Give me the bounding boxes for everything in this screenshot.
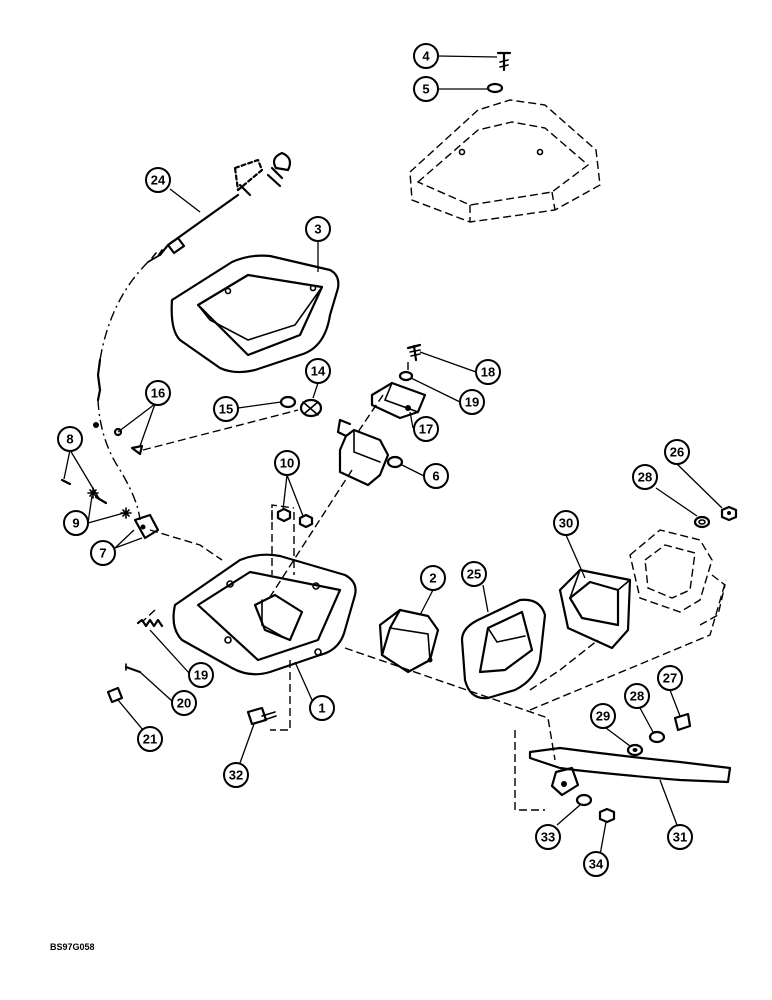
- upper-trim-plate: [170, 254, 340, 374]
- boot-30: [558, 568, 632, 650]
- nuts-10: [276, 507, 314, 529]
- callout-label: 34: [589, 857, 604, 872]
- callout-label: 30: [559, 516, 573, 531]
- callout-31: 31: [667, 824, 693, 850]
- callout-label: 18: [481, 365, 495, 380]
- pin-20: [124, 663, 142, 674]
- callout-8: 8: [57, 426, 83, 452]
- callout-label: 28: [638, 470, 652, 485]
- callout-label: 25: [467, 567, 481, 582]
- callout-21: 21: [137, 726, 163, 752]
- washer-19-upper: [398, 370, 414, 382]
- callout-20: 20: [171, 690, 197, 716]
- bolt-27: [673, 712, 692, 732]
- callout-label: 14: [311, 364, 326, 379]
- callout-9: 9: [63, 510, 89, 536]
- spring-19-lower: [136, 618, 164, 628]
- nut-14: [299, 398, 323, 418]
- callout-19-lower: 19: [188, 662, 214, 688]
- assembly-lines: [141, 362, 727, 811]
- callout-label: 2: [429, 571, 436, 586]
- clip-16: [93, 422, 144, 456]
- seat-outline: [409, 99, 601, 223]
- callout-14: 14: [305, 358, 331, 384]
- callout-label: 29: [596, 709, 610, 724]
- callout-32: 32: [223, 762, 249, 788]
- nut-34: [598, 807, 616, 824]
- washer-29: [626, 743, 644, 757]
- callout-label: 27: [663, 671, 677, 686]
- callout-label: 5: [422, 82, 429, 97]
- figure-code: BS97G058: [50, 942, 95, 952]
- callout-2: 2: [420, 565, 446, 591]
- callout-27: 27: [657, 665, 683, 691]
- housing-6: [336, 418, 404, 487]
- callout-17: 17: [413, 416, 439, 442]
- callout-label: 17: [419, 422, 433, 437]
- callout-label: 31: [673, 830, 687, 845]
- callout-label: 10: [280, 456, 294, 471]
- callout-6: 6: [423, 463, 449, 489]
- callout-33: 33: [535, 824, 561, 850]
- washer-28-lower: [648, 730, 666, 744]
- callout-label: 20: [177, 696, 191, 711]
- washer-28-upper: [693, 515, 711, 529]
- callout-34: 34: [583, 851, 609, 877]
- callout-label: 19: [194, 668, 208, 683]
- callout-7: 7: [90, 540, 116, 566]
- callout-10: 10: [274, 450, 300, 476]
- bolt-32: [246, 706, 277, 726]
- callout-label: 28: [630, 689, 644, 704]
- bracket-17: [370, 381, 427, 420]
- callout-label: 1: [318, 701, 325, 716]
- callout-label: 16: [151, 386, 165, 401]
- callout-29: 29: [590, 703, 616, 729]
- bracket-7: [133, 513, 160, 540]
- callout-30: 30: [553, 510, 579, 536]
- seal-frame-outline: [629, 529, 726, 626]
- callout-label: 3: [314, 222, 321, 237]
- callout-label: 32: [229, 768, 243, 783]
- callout-label: 26: [670, 445, 684, 460]
- boot-2: [378, 608, 440, 674]
- callout-4: 4: [413, 43, 439, 69]
- callout-label: 8: [66, 432, 73, 447]
- washer-15: [279, 395, 297, 409]
- throttle-cable: [96, 151, 292, 521]
- washer-33: [575, 793, 593, 807]
- callout-label: 24: [151, 173, 166, 188]
- main-mount-plate: [172, 553, 357, 676]
- callout-label: 6: [432, 469, 439, 484]
- callout-label: 7: [99, 546, 106, 561]
- callout-28-upper: 28: [632, 464, 658, 490]
- callout-16: 16: [145, 380, 171, 406]
- callout-label: 15: [219, 402, 233, 417]
- callout-18: 18: [475, 359, 501, 385]
- callout-label: 4: [422, 49, 430, 64]
- callout-28-lower: 28: [624, 683, 650, 709]
- leader-lines: [63, 55, 723, 856]
- callout-3: 3: [305, 216, 331, 242]
- callout-15: 15: [213, 396, 239, 422]
- bezel-25: [460, 598, 547, 700]
- bolt-26: [720, 505, 738, 522]
- hardware-9: [87, 487, 132, 519]
- callout-26: 26: [664, 439, 690, 465]
- seat-bolt: [496, 51, 512, 72]
- callout-label: 9: [72, 516, 79, 531]
- callout-5: 5: [413, 76, 439, 102]
- callout-label: 19: [465, 395, 479, 410]
- plug-21: [106, 686, 124, 704]
- callout-label: 21: [143, 732, 157, 747]
- callout-19-upper: 19: [459, 389, 485, 415]
- hardware-8: [60, 478, 108, 505]
- callout-1: 1: [309, 695, 335, 721]
- callout-label: 33: [541, 830, 555, 845]
- callout-25: 25: [461, 561, 487, 587]
- callout-24: 24: [145, 167, 171, 193]
- screw-18: [406, 343, 422, 362]
- lever-31: [528, 746, 732, 797]
- seat-spring-washer: [486, 82, 504, 94]
